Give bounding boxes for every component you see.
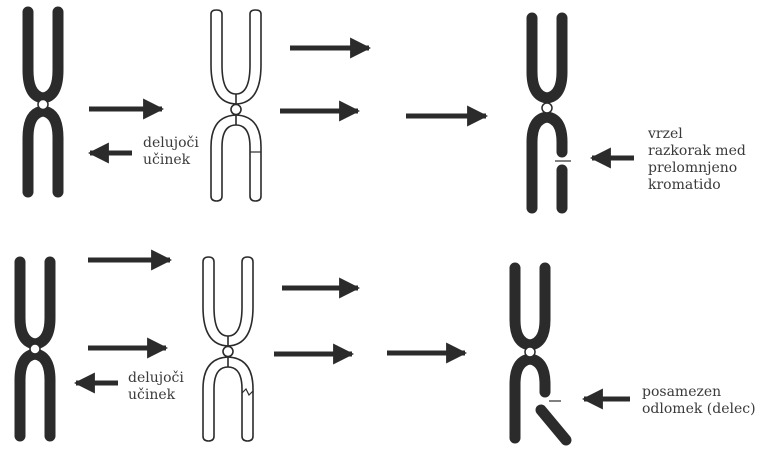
label-line: delujoči [128, 370, 184, 386]
centromere [29, 343, 41, 355]
label-line: kromatido [648, 177, 721, 193]
centromere [541, 102, 553, 114]
chromosome-duplicated-1 [210, 9, 262, 202]
chromosome-result-fragment [509, 262, 572, 446]
label-line: delujoči [143, 135, 199, 151]
centromere [230, 103, 242, 116]
chromosome-duplicated-2 [202, 256, 254, 442]
label-line: razkorak med [648, 143, 746, 159]
label-line: učinek [143, 152, 191, 168]
row-1 [22, 6, 634, 214]
effect-label-row-2: delujoči učinek [128, 370, 184, 404]
label-line: odlomek (delec) [642, 401, 756, 417]
result-label-row-2: posamezen odlomek (delec) [642, 384, 756, 418]
label-line: vrzel [648, 126, 683, 142]
effect-label-row-1: delujoči učinek [143, 135, 199, 169]
row-2 [14, 249, 630, 446]
label-line: posamezen [642, 384, 722, 400]
result-label-row-1: vrzel razkorak med prelomnjeno kromatido [648, 126, 746, 194]
centromere [222, 345, 234, 358]
chromosome-original-2 [14, 256, 56, 442]
label-line: prelomnjeno [648, 160, 738, 176]
centromere [37, 98, 49, 111]
chromosome-original-1 [22, 6, 64, 198]
label-line: učinek [128, 387, 176, 403]
chromosome-result-gap [526, 12, 571, 214]
centromere [524, 346, 536, 358]
